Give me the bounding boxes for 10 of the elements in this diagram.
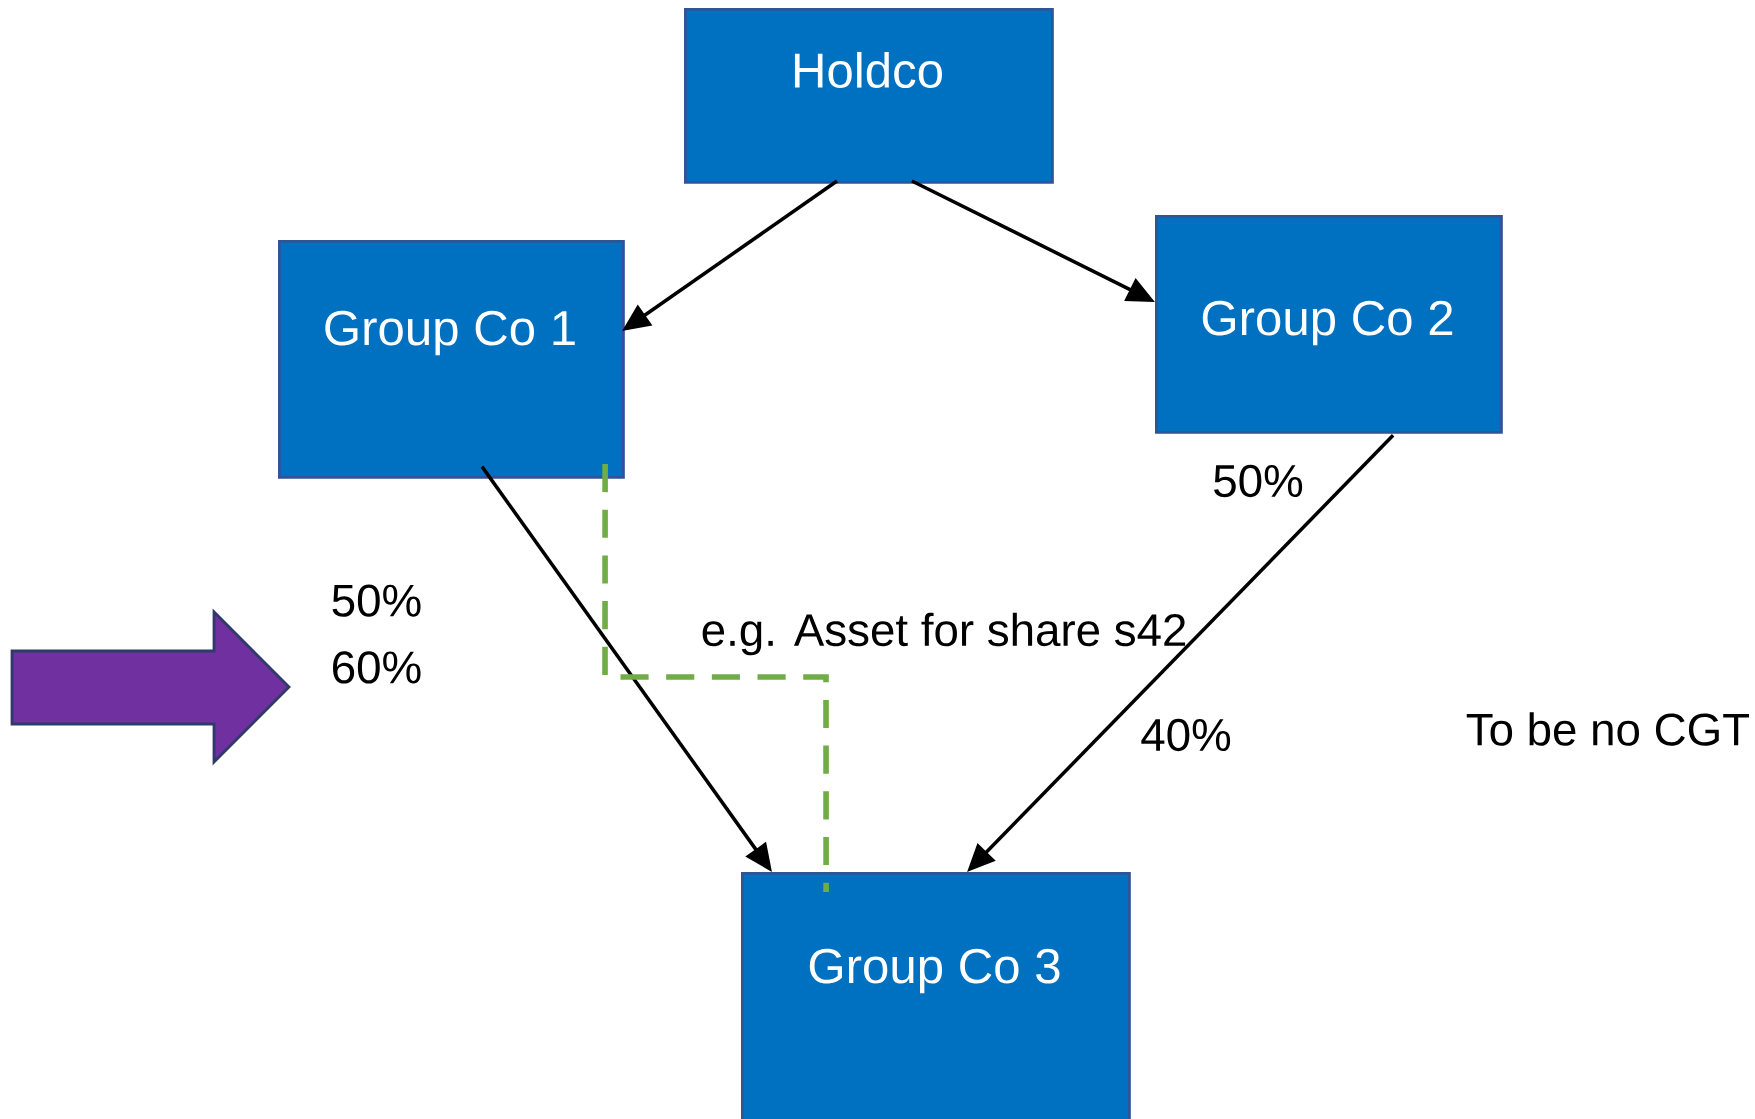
company-box: Group Co 3	[741, 872, 1131, 1119]
label-text: 40%	[1141, 718, 1231, 752]
company-box: Holdco	[684, 8, 1054, 184]
dashed-line	[602, 464, 829, 892]
company-box: Group Co 1	[278, 240, 625, 479]
label-text: 50% 60%	[332, 584, 421, 684]
label-text: e.g. Asset for share s42	[702, 612, 1186, 656]
label-text: 50%	[1214, 464, 1303, 498]
company-box: Group Co 2	[1155, 215, 1503, 434]
label-text: To be no CGT	[1466, 712, 1749, 746]
